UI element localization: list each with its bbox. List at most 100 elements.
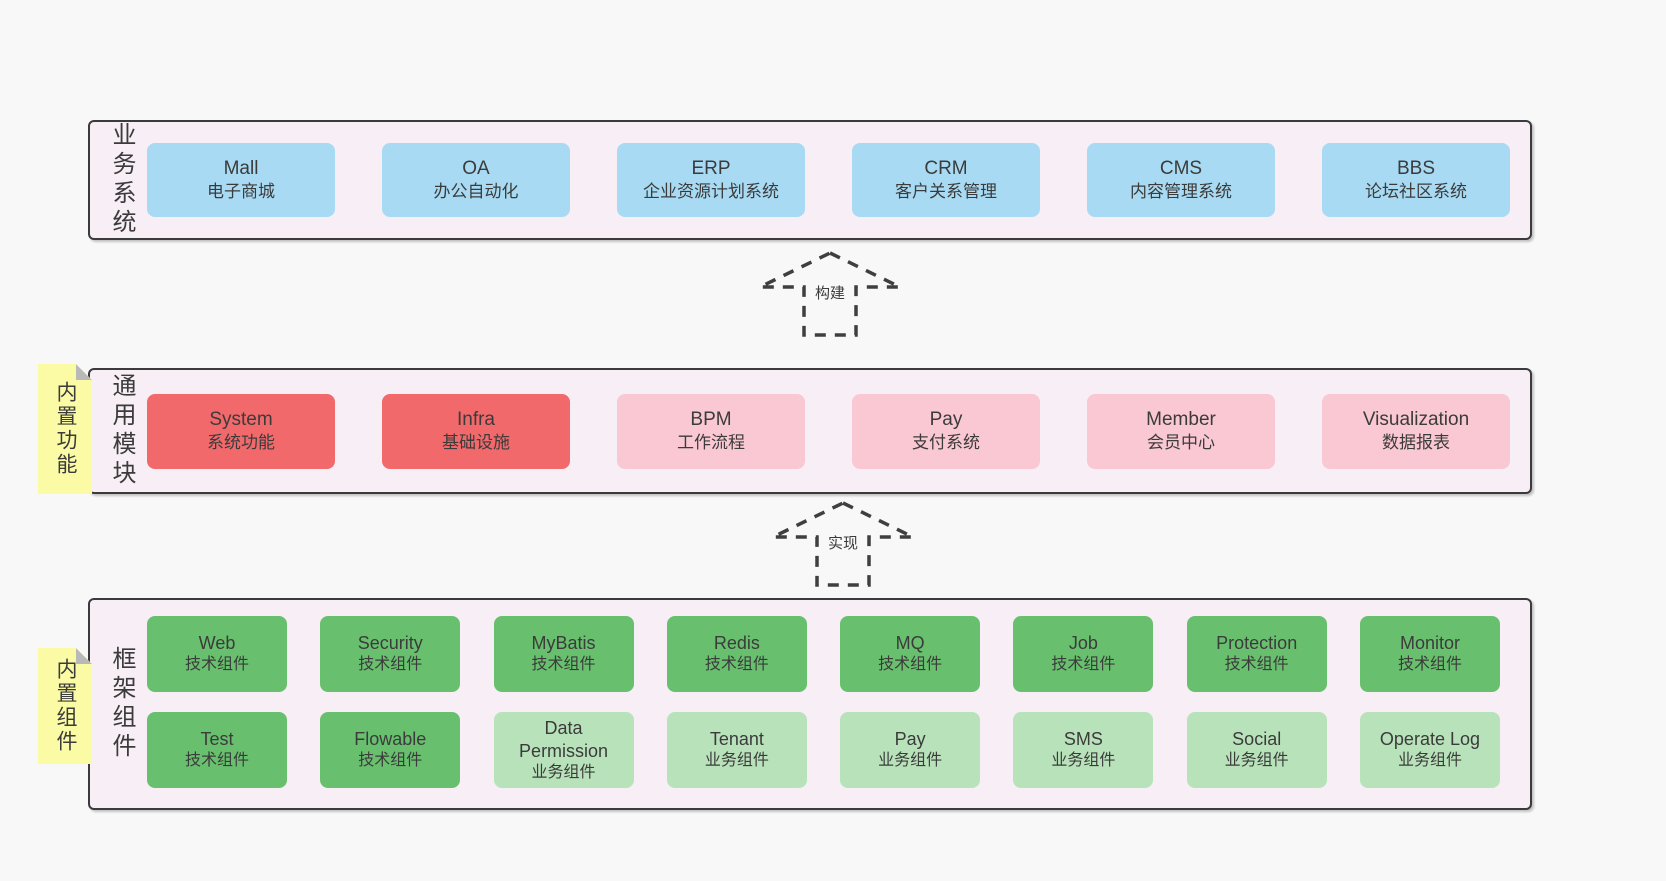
arrow-build-label: 构建	[810, 280, 850, 305]
sticky-label: 内置组件	[54, 658, 77, 754]
module-box-flowable: Flowable 技术组件	[320, 712, 461, 788]
module-name: Pay	[894, 729, 926, 750]
module-name: Pay	[929, 408, 963, 430]
module-box-operate-log: Operate Log 业务组件	[1359, 712, 1500, 788]
layer-label-business: 业务系统	[108, 122, 135, 238]
module-box-redis: Redis 技术组件	[666, 616, 807, 692]
module-name: OA	[462, 157, 490, 179]
module-box-cms: CMS 内容管理系统	[1087, 143, 1275, 217]
module-description: 内容管理系统	[1130, 182, 1232, 202]
module-description: 企业资源计划系统	[643, 182, 779, 202]
module-description: 系统功能	[207, 433, 275, 453]
module-name: Mall	[223, 157, 259, 179]
module-description: 业务组件	[1051, 752, 1116, 770]
module-name: Test	[200, 729, 234, 750]
module-name: Monitor	[1399, 633, 1460, 654]
module-name: MQ	[895, 633, 925, 654]
sticky-note-built-in-features: 内置功能	[38, 364, 92, 494]
module-description: 业务组件	[1224, 752, 1289, 770]
dashed-up-arrow-icon	[759, 251, 901, 337]
module-description: 技术组件	[1051, 656, 1116, 674]
module-description: 技术组件	[184, 656, 249, 674]
module-box-system: System 系统功能	[147, 393, 335, 469]
module-description: 业务组件	[531, 763, 596, 781]
module-name: BPM	[690, 408, 732, 430]
module-box-visualization: Visualization 数据报表	[1322, 393, 1510, 469]
module-box-oa: OA 办公自动化	[382, 143, 570, 217]
common-box-row: System 系统功能 Infra 基础设施 BPM 工作流程 Pay 支付系统 Member 会…	[147, 370, 1510, 492]
module-name: Member	[1146, 408, 1216, 430]
module-name: Redis	[713, 633, 760, 654]
module-description: 会员中心	[1147, 433, 1215, 453]
module-box-sms: SMS 业务组件	[1013, 712, 1154, 788]
layer-label-common: 通用模块	[108, 373, 135, 489]
sticky-label: 内置功能	[54, 381, 77, 477]
arrow-implement: 实现	[770, 500, 916, 588]
module-name: Visualization	[1362, 408, 1470, 430]
module-box-monitor: Monitor 技术组件	[1359, 616, 1500, 692]
layer-common-modules: 通用模块 System 系统功能 Infra 基础设施 BPM 工作流程 Pay 支付系统 Me…	[88, 368, 1532, 494]
module-name: Infra	[456, 408, 496, 430]
layer-label-framework: 框架组件	[108, 646, 135, 762]
module-description: 支付系统	[912, 433, 980, 453]
module-description: 业务组件	[704, 752, 769, 770]
module-description: 电子商城	[207, 182, 275, 202]
module-box-test: Test 技术组件	[147, 712, 287, 788]
sticky-note-built-in-components: 内置组件	[38, 648, 92, 764]
module-name: BBS	[1396, 157, 1436, 179]
module-name: Flowable	[354, 729, 427, 750]
dashed-up-arrow-icon	[772, 501, 914, 587]
module-description: 客户关系管理	[895, 182, 997, 202]
module-description: 技术组件	[358, 656, 423, 674]
module-box-protection: Protection 技术组件	[1186, 616, 1327, 692]
module-name: CMS	[1159, 157, 1203, 179]
module-description: 业务组件	[1397, 752, 1462, 770]
module-box-pay: Pay 支付系统	[852, 393, 1040, 469]
module-name: Protection	[1216, 633, 1298, 654]
module-description: 技术组件	[358, 752, 423, 770]
module-description: 技术组件	[878, 656, 943, 674]
module-description: 技术组件	[184, 752, 249, 770]
module-box-data-permission: Data Permission 业务组件	[493, 712, 634, 788]
module-box-pay: Pay 业务组件	[840, 712, 981, 788]
arrow-build: 构建	[757, 250, 903, 338]
module-description: 办公自动化	[433, 182, 519, 202]
arrow-implement-label: 实现	[823, 530, 863, 555]
module-description: 技术组件	[1397, 656, 1462, 674]
module-box-infra: Infra 基础设施	[382, 393, 570, 469]
module-box-security: Security 技术组件	[320, 616, 461, 692]
module-name: Data Permission	[519, 717, 609, 761]
module-description: 业务组件	[878, 752, 943, 770]
module-name: Operate Log	[1379, 729, 1480, 750]
module-name: Tenant	[709, 729, 764, 750]
module-name: SMS	[1063, 729, 1103, 750]
module-description: 技术组件	[704, 656, 769, 674]
module-description: 数据报表	[1382, 433, 1450, 453]
module-box-tenant: Tenant 业务组件	[666, 712, 807, 788]
module-description: 工作流程	[677, 433, 745, 453]
module-box-job: Job 技术组件	[1013, 616, 1154, 692]
module-name: Job	[1068, 633, 1098, 654]
module-name: Security	[357, 633, 423, 654]
module-name: CRM	[924, 157, 968, 179]
module-description: 技术组件	[531, 656, 596, 674]
module-box-bpm: BPM 工作流程	[617, 393, 805, 469]
module-box-crm: CRM 客户关系管理	[852, 143, 1040, 217]
module-box-mall: Mall 电子商城	[147, 143, 335, 217]
module-description: 技术组件	[1224, 656, 1289, 674]
module-name: Social	[1232, 729, 1282, 750]
module-box-social: Social 业务组件	[1186, 712, 1327, 788]
module-name: System	[209, 408, 273, 430]
module-description: 基础设施	[442, 433, 510, 453]
